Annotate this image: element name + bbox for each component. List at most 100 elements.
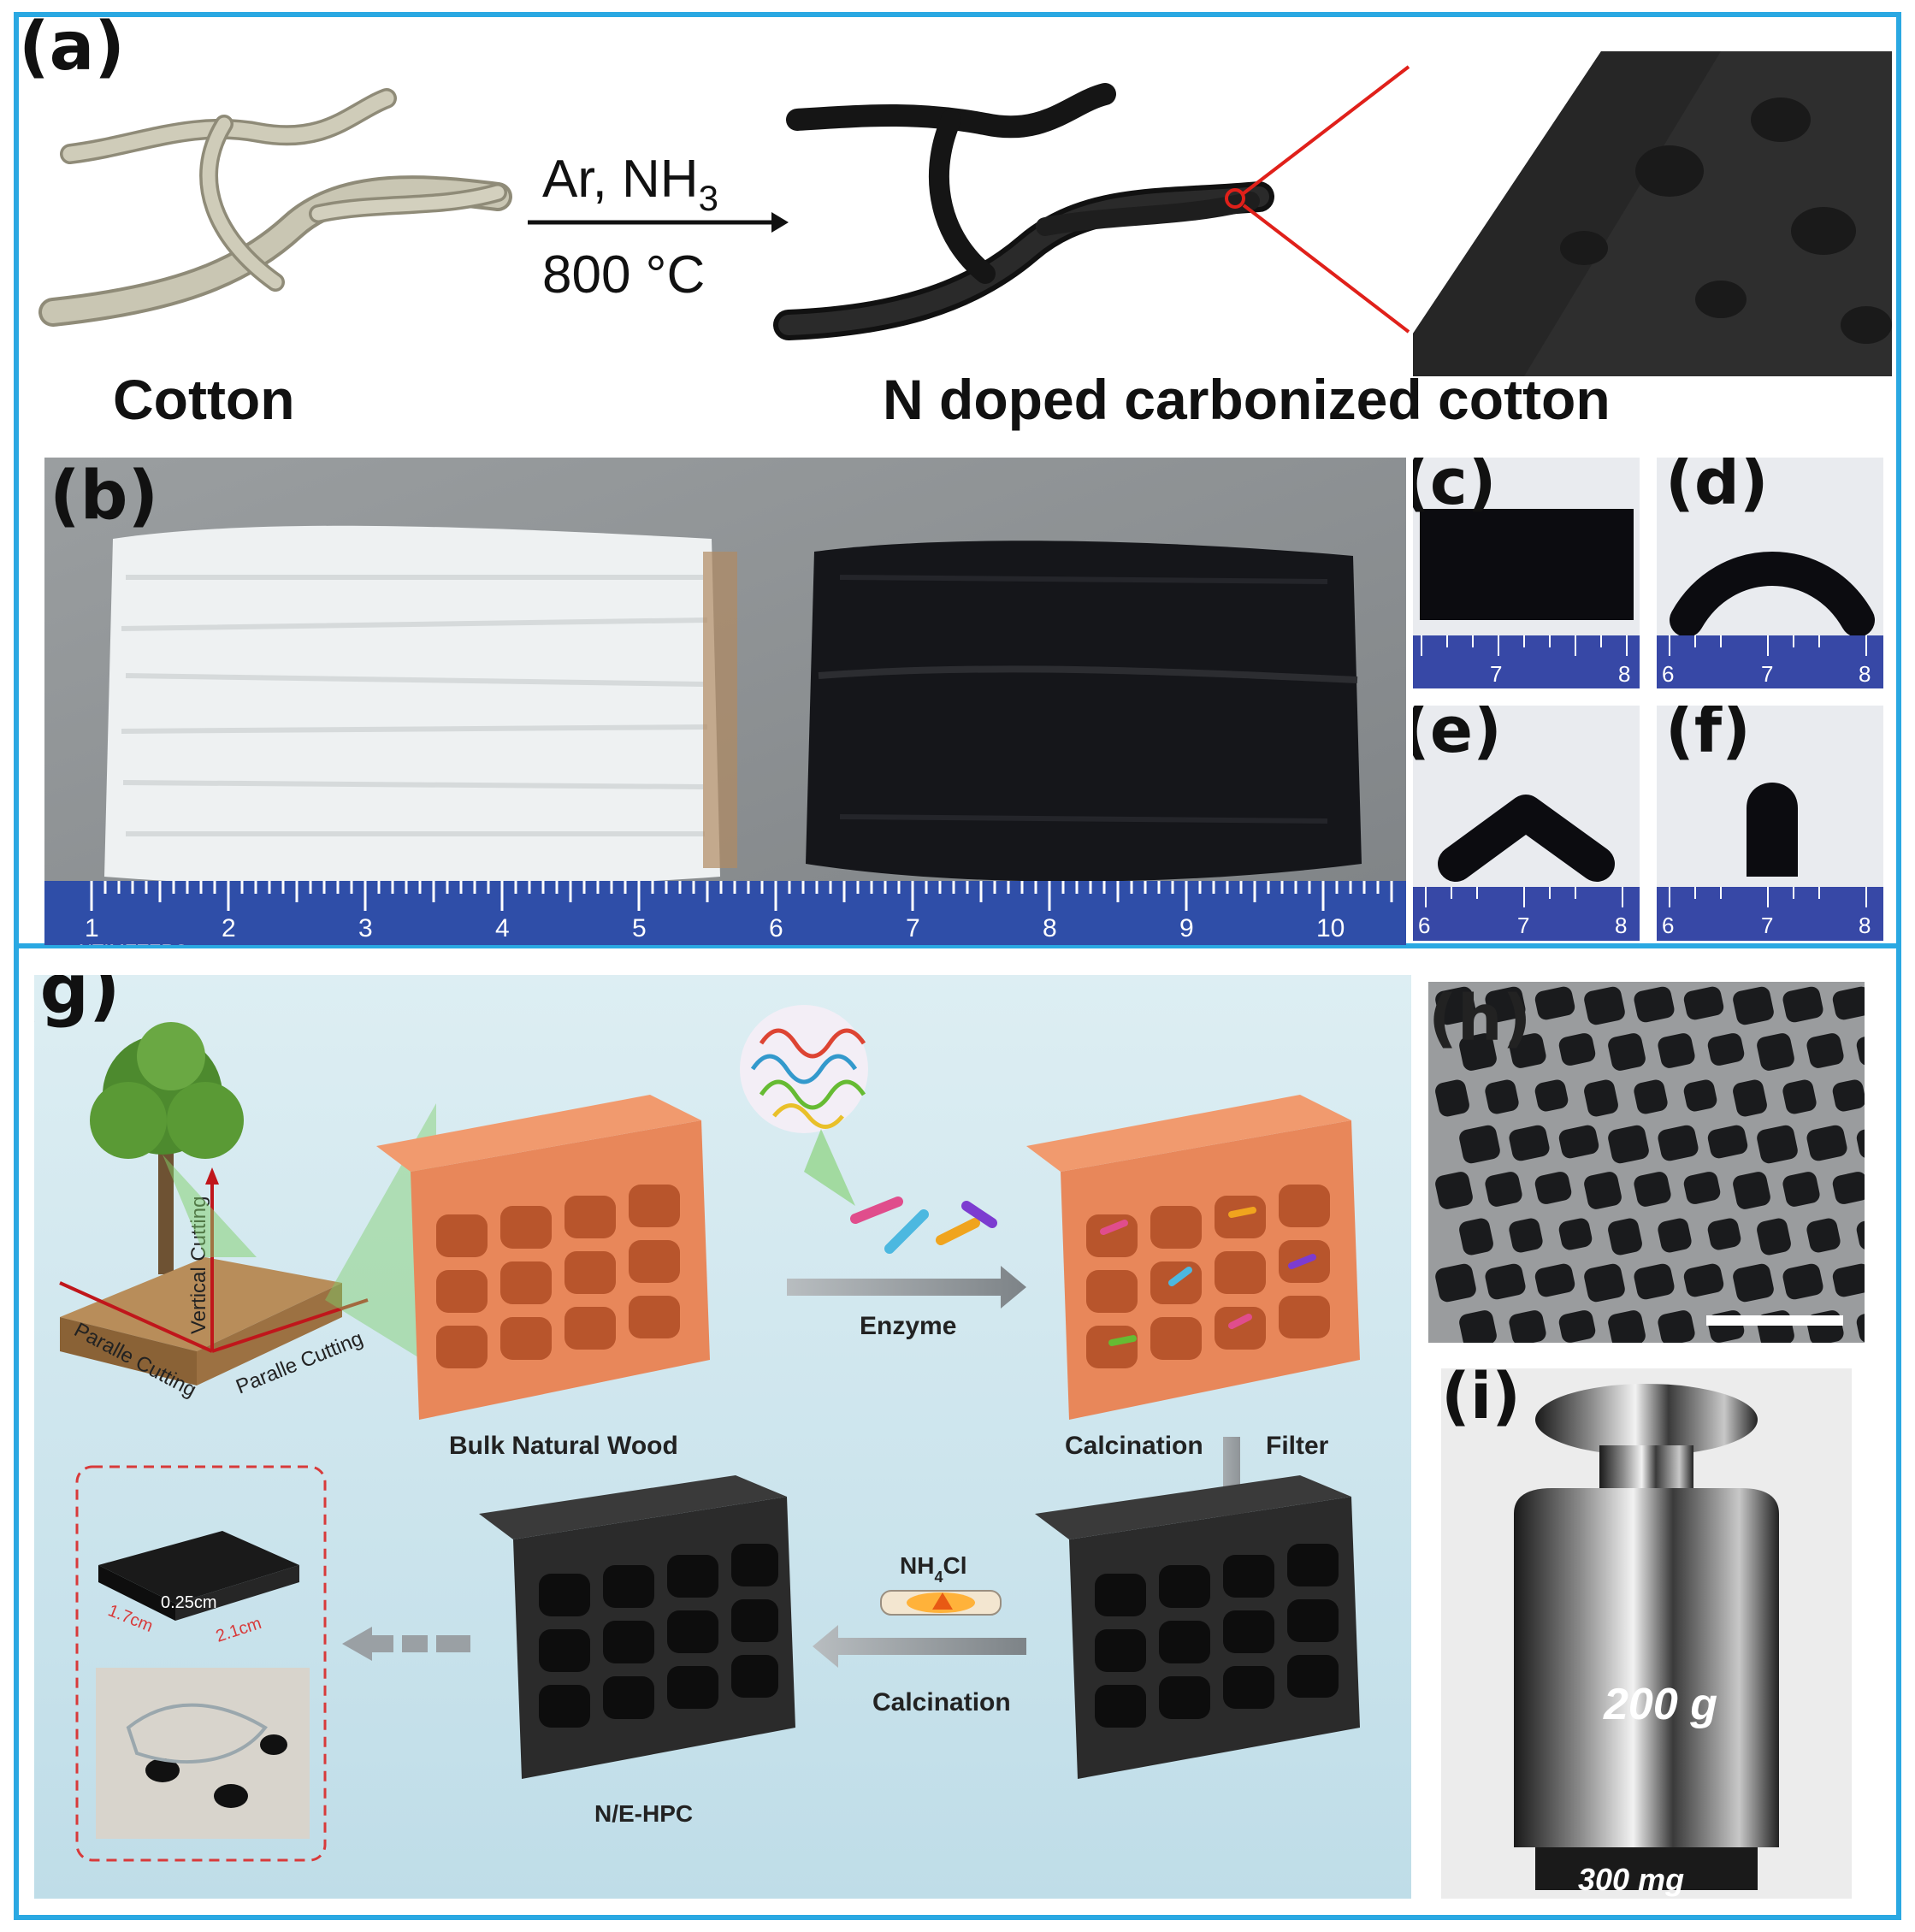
panel-a-illustration: Ar, NH3 800 °C Cotton N doped carbonized… — [38, 51, 1892, 431]
condition-bottom-text: 800 °C — [542, 245, 705, 304]
condition-top-text: Ar, NH3 — [542, 150, 718, 218]
panel-b: 12345678910NTIMETERS (b) — [44, 458, 1406, 945]
sem-pore — [1608, 1033, 1646, 1071]
panel-b-label: (b) — [50, 458, 159, 535]
carbon-block-folded — [1438, 795, 1615, 882]
calcination-arrow-2 — [813, 1625, 1026, 1668]
weight-label: 200 g — [1603, 1680, 1717, 1729]
sem-pore — [1806, 1033, 1844, 1068]
panel-i: 200 g 300 mg (i) — [1441, 1368, 1852, 1899]
sem-pore — [1534, 1172, 1572, 1204]
cotton-label: Cotton — [113, 368, 295, 431]
sem-pore — [1608, 1125, 1649, 1164]
sem-pore — [1459, 1033, 1497, 1071]
sem-pore — [1558, 1310, 1596, 1343]
thickness-dimension: 0.25cm — [161, 1593, 217, 1612]
sem-pore — [1435, 1079, 1469, 1117]
sem-pore — [1658, 1310, 1695, 1343]
sem-pore — [1683, 1263, 1724, 1297]
sem-pore — [1832, 1263, 1865, 1297]
sem-pore — [1806, 1125, 1847, 1161]
sem-pore — [1782, 1172, 1820, 1207]
ruler-tick-label: 5 — [632, 914, 647, 942]
calcination-label-2: Calcination — [872, 1688, 1011, 1716]
enzyme-arrow — [787, 1266, 1026, 1309]
carbon-monolith-icon — [98, 1531, 299, 1621]
sem-pore — [1832, 1079, 1865, 1112]
sem-pore — [1707, 1125, 1748, 1159]
ruler-tick-label: 4 — [495, 914, 510, 942]
sem-pore — [1733, 1263, 1774, 1303]
sem-pore — [1435, 1172, 1473, 1209]
raw-cotton-sample — [104, 525, 737, 889]
ruler — [44, 881, 1406, 945]
sem-pore — [1485, 1079, 1519, 1114]
panel-c-label: (c) — [1413, 458, 1497, 519]
sem-pore — [1485, 986, 1526, 1023]
weight-knob — [1535, 1384, 1758, 1456]
panel-g: Vertical Cutting Paralle Cutting Paralle… — [34, 975, 1411, 1899]
sem-pore — [1683, 1172, 1721, 1204]
ruler-tick-label: 6 — [769, 914, 783, 942]
sem-pore — [1683, 1079, 1717, 1112]
panel-c: 7 8 (c) — [1413, 458, 1640, 688]
sem-pore — [1634, 1079, 1668, 1114]
bulk-wood-structure-icon — [376, 1095, 710, 1420]
sem-pore — [1782, 986, 1823, 1023]
panel-b-photo: 12345678910NTIMETERS — [44, 458, 1406, 945]
sem-pore — [1733, 986, 1774, 1025]
filter-label: Filter — [1266, 1432, 1329, 1460]
sem-pore — [1558, 1125, 1599, 1159]
panel-g-label: (g) — [34, 975, 121, 1029]
ruler-tick-label: 1 — [85, 914, 99, 942]
ne-hpc-structure-icon — [479, 1475, 795, 1779]
ruler-tick-label: 10 — [1316, 914, 1345, 942]
sem-pore — [1733, 1172, 1770, 1209]
enzyme-protein-icon — [740, 1005, 868, 1133]
sem-pore — [1558, 1033, 1596, 1066]
ruler-e-tick-6: 6 — [1418, 913, 1430, 938]
panel-d: 6 7 8 (d) — [1657, 458, 1883, 688]
carbonized-cotton-fiber-icon — [773, 83, 1274, 340]
raw-cotton-fiber-icon — [38, 88, 512, 327]
panel-h-label: (h) — [1428, 982, 1532, 1055]
carbonized-wood-structure-icon — [1035, 1475, 1360, 1779]
carbonized-cotton-sample — [806, 541, 1362, 882]
application-dashed-arrow — [342, 1627, 470, 1661]
ruler-d-tick-8: 8 — [1859, 661, 1871, 687]
ruler-f-tick-8: 8 — [1859, 913, 1871, 938]
sem-pore — [1584, 1263, 1625, 1303]
panel-f: 6 7 8 (f) — [1657, 706, 1883, 941]
sem-pore — [1782, 1079, 1817, 1114]
sem-pore — [1584, 1079, 1618, 1117]
ruler-units-label: NTIMETERS — [79, 941, 187, 945]
panel-g-schematic: Vertical Cutting Paralle Cutting Paralle… — [34, 975, 1411, 1899]
application-box — [75, 1465, 327, 1862]
sem-pore — [1558, 1218, 1593, 1250]
sem-pore — [1584, 1172, 1622, 1209]
ruler-tick-label: 7 — [906, 914, 920, 942]
carbon-block-bent — [1670, 552, 1875, 637]
carbon-block-flat — [1420, 509, 1634, 620]
sem-pore — [1509, 1033, 1546, 1068]
calcination-label-1: Calcination — [1065, 1432, 1203, 1460]
ruler-tick-label: 2 — [222, 914, 236, 942]
sem-pore — [1459, 1310, 1497, 1343]
treated-wood-structure-icon — [1026, 1095, 1360, 1420]
weight-photo: 200 g 300 mg — [1441, 1368, 1852, 1899]
ruler-c-tick-8: 8 — [1618, 661, 1630, 687]
ruler-c-tick-7: 7 — [1490, 661, 1502, 687]
sem-pore — [1658, 1125, 1699, 1161]
sem-pore — [1683, 986, 1724, 1020]
sem-pore — [1757, 1218, 1791, 1256]
sem-pore — [1608, 1310, 1646, 1343]
enzyme-label: Enzyme — [860, 1312, 956, 1340]
ruler-tick-label: 9 — [1179, 914, 1194, 942]
ne-hpc-label: N/E-HPC — [594, 1800, 693, 1827]
ruler-e-tick-8: 8 — [1615, 913, 1627, 938]
panel-f-label: (f) — [1665, 706, 1751, 767]
sem-pore — [1757, 1033, 1794, 1071]
ruler-f-tick-7: 7 — [1761, 913, 1773, 938]
panel-a-label: (a) — [19, 17, 125, 86]
sample-mass-label: 300 mg — [1578, 1862, 1684, 1897]
